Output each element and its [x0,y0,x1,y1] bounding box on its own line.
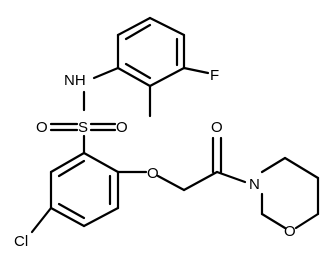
carbonyl-nitrogen-bond [215,170,247,184]
nh-aryl-bond [92,66,120,80]
sulfonyl-oxygen-left-label: O [36,119,48,136]
fluoro-bond [182,66,210,75]
chloro-bond [30,206,53,234]
ether-methylene-bond [156,174,186,192]
sulfur-label: S [78,119,88,136]
chlorine-label: Cl [14,233,28,250]
morpholine-nitrogen-label: N [249,176,260,193]
fluorine-label: F [210,67,219,84]
methylene-carbonyl-bond [182,170,219,192]
ketone-oxygen-label: O [211,119,223,136]
fluoromethylphenyl-ring [116,16,186,88]
morpholine-oxygen-label: O [284,223,296,240]
chlorophenyl-ring [49,151,120,228]
morpholine-ring [260,156,320,230]
sulfonyl-oxygen-right-label: O [116,119,128,136]
ether-oxygen-label: O [147,165,159,182]
sulfonyl-double-bonds [49,122,117,132]
nh-label: NH [64,72,86,89]
